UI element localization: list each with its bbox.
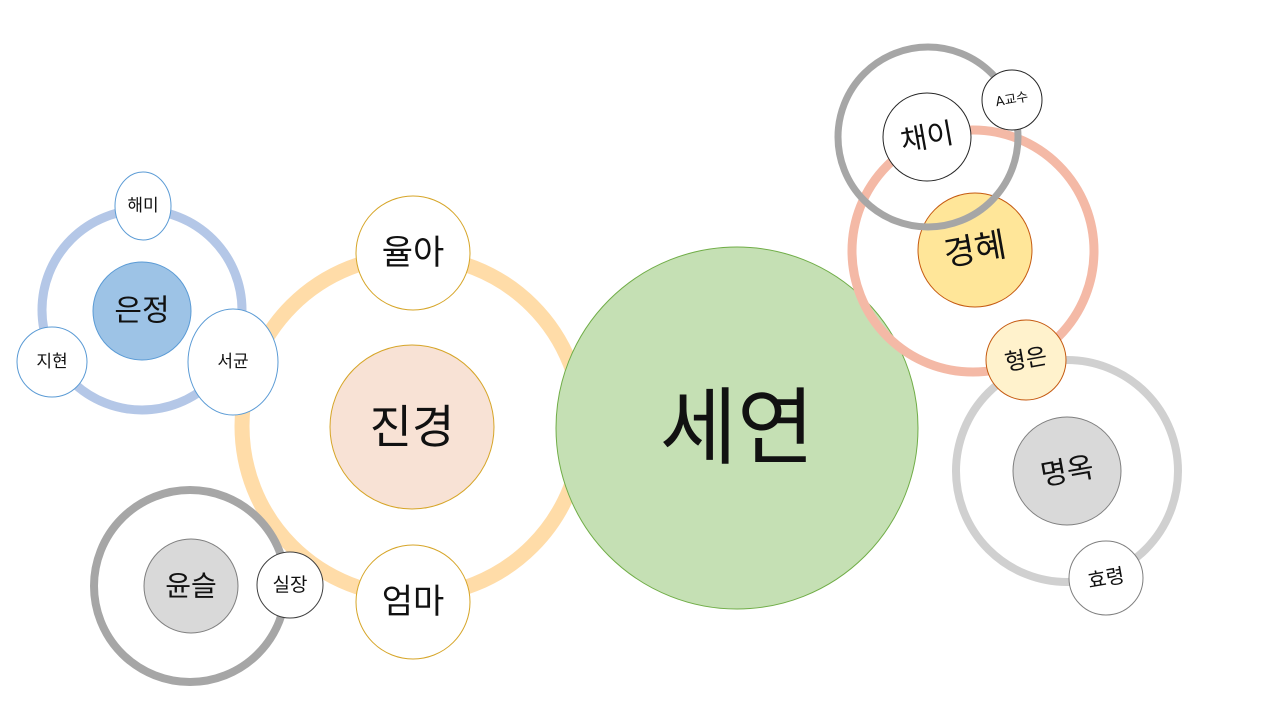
node-yunseul-label: 윤슬 <box>165 570 217 603</box>
node-seogyun-label: 서균 <box>217 352 248 372</box>
node-eomma: 엄마 <box>355 544 471 660</box>
node-hyeongeun: 형은 <box>985 319 1067 401</box>
node-jihyeon-label: 지현 <box>36 352 67 372</box>
myeongok-group-ring <box>952 356 1182 586</box>
node-seyeon-label: 세연 <box>660 379 815 477</box>
node-agyosu-label: A교수 <box>995 90 1030 110</box>
node-eunjeong-label: 은정 <box>114 294 169 329</box>
node-jihyeon: 지현 <box>16 326 88 398</box>
node-agyosu: A교수 <box>981 69 1043 131</box>
node-seyeon: 세연 <box>555 246 919 610</box>
node-haemi-label: 해미 <box>127 196 158 216</box>
node-yula-label: 율아 <box>382 233 445 273</box>
node-gyeonghye: 경혜 <box>917 192 1033 308</box>
chaei-group-ring <box>834 43 1022 231</box>
node-jingyeong-label: 진경 <box>370 400 455 454</box>
node-jingyeong: 진경 <box>329 344 495 510</box>
node-yula: 율아 <box>355 195 471 311</box>
node-yunseul: 윤슬 <box>143 538 239 634</box>
node-seogyun: 서균 <box>187 308 279 416</box>
node-siljang: 실장 <box>256 551 324 619</box>
node-eunjeong: 은정 <box>92 261 192 361</box>
gyeonghye-group-ring <box>847 125 1099 377</box>
node-hyoryeong: 효령 <box>1068 540 1144 616</box>
node-myeongok: 명옥 <box>1012 416 1122 526</box>
node-eomma-label: 엄마 <box>382 582 445 622</box>
node-haemi: 해미 <box>114 171 172 241</box>
node-siljang-label: 실장 <box>273 574 308 596</box>
node-chaei: 채이 <box>882 92 972 182</box>
